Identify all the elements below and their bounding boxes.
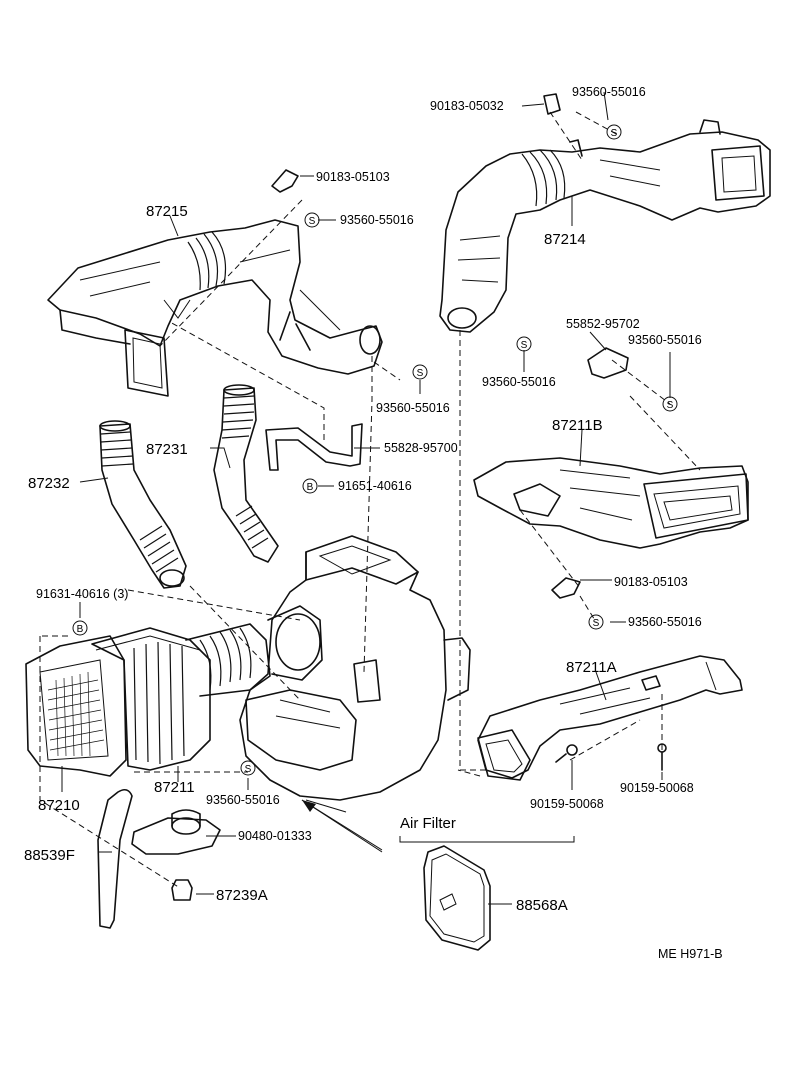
- label-87214: 87214: [544, 231, 586, 248]
- label-93560-top-left: 93560-55016: [340, 213, 414, 227]
- bracket-55852-95702-drawing: [587, 347, 629, 379]
- case-87211-drawing: [91, 627, 211, 771]
- plug-87239a-drawing: [171, 879, 193, 901]
- svg-text:B: B: [307, 482, 314, 493]
- label-93560-bottom: 93560-55016: [206, 793, 280, 807]
- symbol-s-mid-left: S: [412, 364, 428, 380]
- symbol-s-mid-lower: S: [588, 614, 604, 630]
- duct-87215-drawing: [47, 219, 383, 397]
- label-93560-top-right: 93560-55016: [572, 85, 646, 99]
- label-90480-01333: 90480-01333: [238, 829, 312, 843]
- screw-90159-50068-left-drawing: [555, 744, 578, 763]
- duct-87214-drawing: [439, 119, 771, 333]
- label-93560-mid-lower: 93560-55016: [628, 615, 702, 629]
- svg-text:S: S: [309, 216, 316, 227]
- label-55828-95700: 55828-95700: [384, 441, 458, 455]
- svg-text:S: S: [521, 340, 528, 351]
- label-90159-50068-left: 90159-50068: [530, 797, 604, 811]
- label-87215: 87215: [146, 203, 188, 220]
- label-88539f: 88539F: [24, 847, 75, 864]
- air-filter-arrow: [301, 799, 383, 853]
- clip-90183-05032-drawing: [543, 93, 561, 115]
- label-87210: 87210: [38, 797, 80, 814]
- label-93560-mid-right: 93560-55016: [482, 375, 556, 389]
- label-87239a: 87239A: [216, 887, 268, 904]
- symbol-s-mid-right: S: [516, 336, 532, 352]
- symbol-s-right-bracket: S: [662, 396, 678, 412]
- svg-text:S: S: [611, 128, 618, 139]
- svg-text:S: S: [593, 618, 600, 629]
- label-90183-05103-mid: 90183-05103: [614, 575, 688, 589]
- label-87211a: 87211A: [566, 659, 617, 676]
- label-87232: 87232: [28, 475, 70, 492]
- clip-90183-05103-mid-drawing: [551, 577, 581, 599]
- grommet-90480-drawing: [131, 809, 221, 855]
- case-87210-drawing: [25, 635, 127, 777]
- label-93560-mid-left: 93560-55016: [376, 401, 450, 415]
- label-55852-95702: 55852-95702: [566, 317, 640, 331]
- assembly-lines: [39, 111, 701, 889]
- rod-55828-95700-drawing: [265, 423, 363, 471]
- hose-88539f-drawing: [97, 788, 133, 929]
- svg-text:B: B: [77, 624, 84, 635]
- figure-code: ME H971-B: [658, 947, 723, 961]
- svg-text:S: S: [245, 764, 252, 775]
- label-87211b: 87211B: [552, 417, 603, 434]
- label-91651-40616: 91651-40616: [338, 479, 412, 493]
- symbol-s-top-right: S: [606, 124, 622, 140]
- air-filter-88568a-drawing: [423, 845, 491, 951]
- svg-text:S: S: [667, 400, 674, 411]
- label-87211: 87211: [154, 779, 195, 796]
- label-88568a: 88568A: [516, 897, 568, 914]
- symbol-b-case: B: [72, 620, 88, 636]
- symbol-s-bottom: S: [240, 760, 256, 776]
- duct-87211b-drawing: [473, 457, 749, 549]
- label-93560-right-bracket: 93560-55016: [628, 333, 702, 347]
- hose-87232-drawing: [99, 420, 187, 589]
- label-90159-50068-right: 90159-50068: [620, 781, 694, 795]
- label-87231: 87231: [146, 441, 188, 458]
- label-90183-05103-top: 90183-05103: [316, 170, 390, 184]
- label-90183-05032: 90183-05032: [430, 99, 504, 113]
- duct-87211a-drawing: [477, 655, 743, 781]
- label-91631-40616: 91631-40616 (3): [36, 587, 128, 601]
- symbol-b-rod: B: [302, 478, 318, 494]
- symbol-s-top-left: S: [304, 212, 320, 228]
- air-filter-label: Air Filter: [400, 815, 456, 832]
- hose-87231-drawing: [213, 384, 279, 563]
- clip-90183-05103-top-drawing: [271, 169, 299, 193]
- blower-housing-drawing: [185, 535, 471, 801]
- svg-text:S: S: [417, 368, 424, 379]
